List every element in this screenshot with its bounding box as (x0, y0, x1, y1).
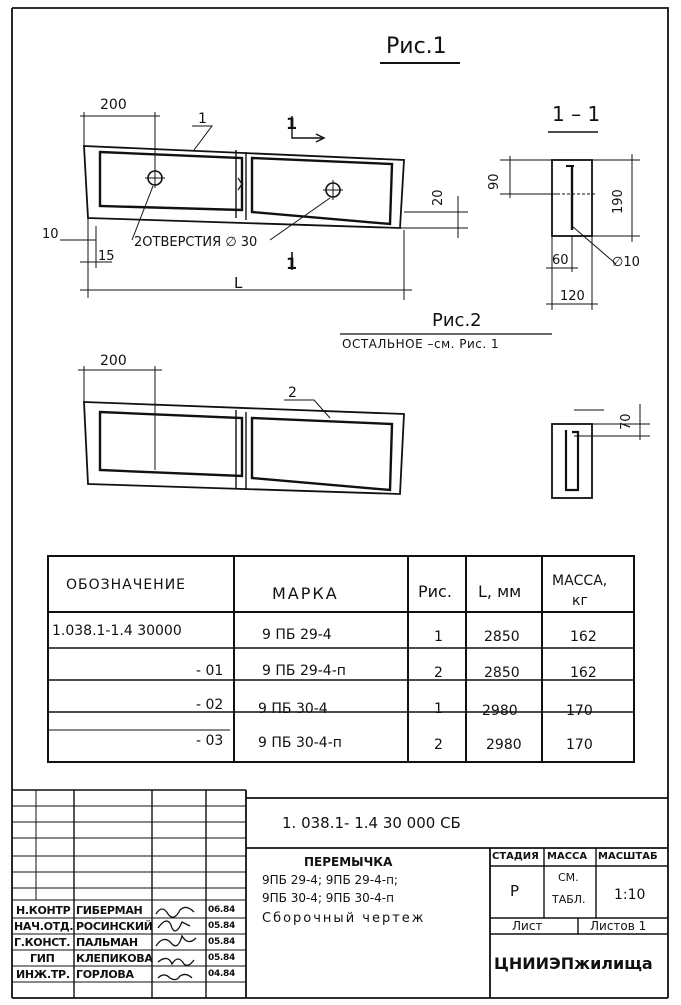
row1-fig: 1 (434, 629, 443, 645)
row1-mark: 9 ПБ 29-4 (262, 627, 332, 643)
staff-name-3: ПАЛЬМАН (76, 936, 138, 949)
dim-10: 10 (42, 227, 59, 242)
scale-value: 1:10 (614, 887, 646, 903)
dim-60: 60 (552, 253, 569, 268)
header-designation: ОБОЗНАЧЕНИЕ (66, 577, 187, 593)
dim-120: 120 (560, 289, 585, 304)
staff-name-2: РОСИНСКИЙ (76, 920, 153, 933)
row4-mass: 170 (566, 737, 593, 753)
header-length: L, мм (478, 582, 522, 601)
staff-role-5: ИНЖ.ТР. (16, 968, 70, 981)
fig2-subtitle: ОСТАЛЬНОЕ –см. Рис. 1 (342, 337, 500, 351)
row4-mark: 9 ПБ 30-4-п (258, 735, 342, 751)
item-marks-1: 9ПБ 29-4; 9ПБ 29-4-п; (262, 873, 398, 887)
row3-mass: 170 (566, 703, 593, 719)
row2-length: 2850 (484, 665, 520, 681)
sheet-label: Лист (512, 919, 543, 933)
document-code: 1. 038.1- 1.4 30 000 СБ (282, 814, 461, 832)
staff-role-1: Н.КОНТР (16, 904, 71, 917)
section-outline-fig2 (551, 423, 593, 499)
staff-date-5: 04.84 (208, 969, 235, 979)
row2-mark: 9 ПБ 29-4-п (262, 663, 346, 679)
item-name: ПЕРЕМЫЧКА (304, 855, 393, 869)
staff-date-2: 05.84 (208, 921, 235, 931)
spec-table-frame (47, 555, 635, 763)
dim-200-fig1: 200 (100, 97, 127, 113)
fig2-title: Рис.2 (432, 310, 482, 331)
dim-15: 15 (98, 249, 115, 264)
header-mass: МАССА, (552, 573, 608, 589)
dim-190: 190 (611, 189, 626, 214)
mass-value-line2: ТАБЛ. (552, 893, 586, 906)
row2-mass: 162 (570, 665, 597, 681)
row2-fig: 2 (434, 665, 443, 681)
rebar-diameter-note: ∅10 (612, 255, 640, 270)
item-marks-2: 9ПБ 30-4; 9ПБ 30-4-п (262, 891, 394, 905)
section-mark-top: 1 (286, 114, 298, 133)
staff-date-3: 05.84 (208, 937, 235, 947)
row3-mark: 9 ПБ 30-4 (258, 701, 328, 717)
row4-length: 2980 (486, 737, 522, 753)
staff-date-4: 05.84 (208, 953, 235, 963)
row1-mass: 162 (570, 629, 597, 645)
header-fig: Рис. (418, 582, 452, 601)
row1-length: 2850 (484, 629, 520, 645)
fig1-title: Рис.1 (386, 34, 447, 59)
stage-value: Р (510, 882, 520, 900)
beam-outline-fig2 (83, 401, 405, 495)
staff-role-4: ГИП (30, 952, 55, 965)
sheet-frame (12, 7, 669, 998)
section-mark-bottom: 1 (286, 254, 298, 273)
row4-fig: 2 (434, 737, 443, 753)
row1-designation: 1.038.1-1.4 30000 (52, 623, 182, 639)
row3-designation: - 02 (196, 697, 224, 713)
staff-role-2: НАЧ.ОТД. (14, 920, 74, 933)
section-title: 1 – 1 (552, 102, 601, 126)
staff-name-5: ГОРЛОВА (76, 968, 134, 981)
sheets-count: Листов 1 (590, 919, 647, 933)
row3-length: 2980 (482, 703, 518, 719)
staff-name-1: ГИБЕРМАН (76, 904, 143, 917)
dim-90: 90 (487, 173, 502, 190)
staff-role-3: Г.КОНСТ. (14, 936, 71, 949)
stage-label: СТАДИЯ (492, 851, 539, 862)
header-mark: МАРКА (272, 584, 339, 603)
position-2-label: 2 (288, 385, 297, 401)
fig1-title-underline (380, 62, 460, 64)
signatures (155, 906, 197, 981)
row3-fig: 1 (434, 701, 443, 717)
dim-70: 70 (619, 413, 634, 430)
dim-200-fig2: 200 (100, 353, 127, 369)
dim-20: 20 (431, 189, 446, 206)
row2-designation: - 01 (196, 663, 224, 679)
beam-outline-fig1 (83, 145, 405, 229)
organization: ЦНИИЭПжилища (494, 954, 653, 973)
drawing-type: Сборочный чертеж (262, 911, 426, 926)
mass-label: МАССА (547, 851, 588, 862)
staff-name-4: КЛЕПИКОВА (76, 952, 153, 965)
dim-L: L (234, 274, 243, 292)
position-1-label: 1 (198, 111, 207, 127)
row4-designation: - 03 (196, 733, 224, 749)
header-mass-unit: кг (572, 593, 588, 609)
staff-date-1: 06.84 (208, 905, 235, 915)
holes-note: 2ОТВЕРСТИЯ ∅ 30 (134, 235, 258, 250)
mass-value-line1: СМ. (558, 871, 579, 884)
scale-label: МАСШТАБ (598, 851, 658, 862)
